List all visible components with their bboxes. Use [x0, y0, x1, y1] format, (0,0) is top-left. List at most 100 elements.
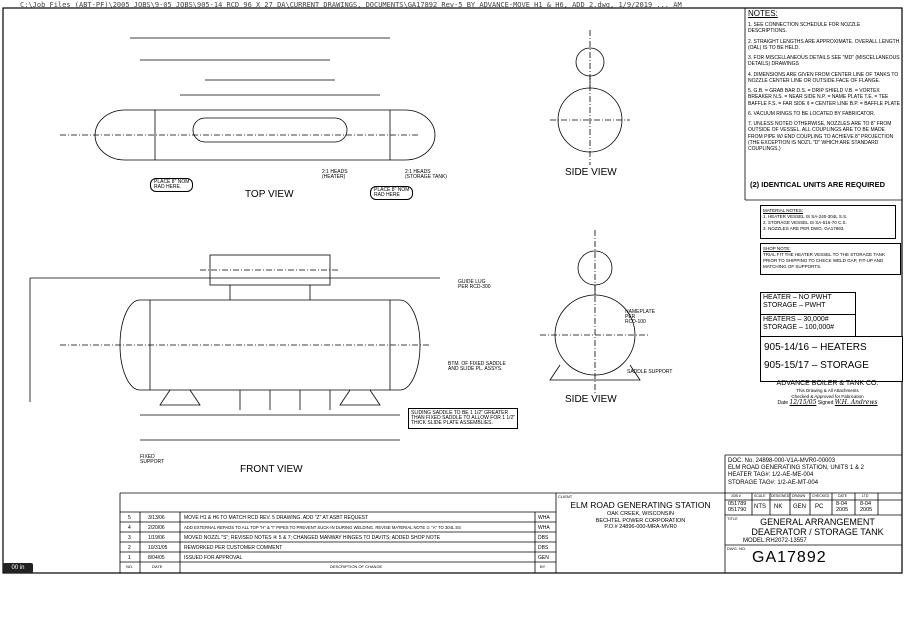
ltd-year: 2005	[860, 507, 873, 513]
side-view-label-2: SIDE VIEW	[565, 394, 617, 405]
approval-line2: Checked & Approved for Fabrication	[791, 393, 864, 399]
rev-desc: MOVED NOZZL "S"; REVISED NOTES ④ 5 & 7; …	[184, 535, 441, 541]
revision-row: 1 8/04/05 ISSUED FOR APPROVAL GEN	[120, 552, 560, 562]
note-item: 6. VACUUM RINGS TO BE LOCATED BY FABRICA…	[748, 110, 876, 117]
title-block: GENERAL ARRANGEMENT DEAERATOR / STORAGE …	[735, 517, 900, 545]
rev-hdr-date: DATE	[152, 564, 163, 569]
rev-no: 1	[128, 555, 131, 561]
hdr-date: DATE	[838, 494, 848, 498]
client-block: ELM ROAD GENERATING STATION OAK CREEK, W…	[556, 500, 725, 531]
rev-hdr-no: NO.	[126, 564, 134, 569]
note-item: 1. SEE CONNECTION SCHEDULE FOR NOZZLE DE…	[748, 22, 861, 35]
material-note-item: 3. NOZZLES ARE PER DWG. GA17893.	[763, 225, 845, 231]
note-item: 7. UNLESS NOTED OTHERWISE, NOZZLES ARE T…	[748, 121, 894, 152]
identical-units-note: (2) IDENTICAL UNITS ARE REQUIRED	[750, 180, 886, 189]
shop-note-header: SHOP NOTE:	[763, 246, 791, 251]
file-path-header: C:\Job Files (ABT-PF)\2005 JOBS\9-05 JOB…	[20, 1, 682, 9]
rev-by: WHA	[538, 525, 550, 531]
hdr-scale: SCALE	[754, 494, 766, 498]
designed-value: NK	[774, 504, 783, 510]
shop-note-text: TRIAL FIT THE HEATER VESSEL TO THE STORA…	[763, 251, 885, 269]
job-heaters: 905-14/16 – HEATERS	[764, 342, 867, 353]
btm-fixed-saddle-label: BTM. OF FIXED SADDLE AND SLIDE PL. ASSYS…	[448, 361, 506, 372]
client-name: ELM ROAD GENERATING STATION	[570, 500, 711, 510]
drawing-number: GA17892	[752, 549, 827, 566]
revision-row: 2 10/31/05 REWORKED PER CUSTOMER COMMENT…	[120, 542, 560, 552]
doc-station: ELM ROAD GENERATING STATION, UNITS 1 & 2	[728, 465, 865, 472]
rev-hdr-desc: DESCRIPTION OF CHANGE	[330, 564, 383, 569]
pwht-storage: STORAGE – PWHT	[763, 302, 826, 310]
rev-by: WHA	[538, 515, 550, 521]
date-value: 8-04	[836, 501, 848, 507]
rev-date: 2/20/06	[148, 525, 165, 531]
rev-date: 10/31/05	[148, 545, 168, 551]
pwht-heater: HEATER – NO PWHT	[763, 294, 832, 301]
approval-signed-label: Signed	[817, 400, 834, 407]
rev-desc: REWORKED PER CUSTOMER COMMENT	[184, 545, 283, 551]
heater-tag: HEATER TAG#: 1/2-AE-ME-004	[728, 472, 814, 479]
approval-date: 12/15/05	[789, 399, 817, 407]
hdr-designed: DESIGNED	[771, 494, 790, 498]
rev-by: GEN	[538, 555, 549, 561]
rev-no: 2	[128, 545, 131, 551]
rev-date: 3/13/06	[148, 515, 165, 521]
rev-desc: ISSUED FOR APPROVAL	[184, 555, 243, 561]
hdr-drawn: DRAWN	[792, 494, 806, 498]
drawn-value: GEN	[793, 504, 807, 510]
dwg-no-label: DWG. NO.	[727, 546, 747, 551]
fixed-support-label: FIXED SUPPORT	[140, 454, 165, 465]
note-item: 5. G.B. = GRAB BAR D.S. = DRIP SHIELD V.…	[748, 88, 900, 107]
heads-heater-callout: 2:1 HEADS (HEATER)	[322, 169, 348, 180]
job-storage: 905-15/17 – STORAGE	[764, 360, 869, 371]
weight-heaters: HEATERS – 30,000#	[763, 316, 829, 323]
approval-signature: W.H. Andrews	[834, 399, 878, 407]
date-year: 2005	[836, 507, 849, 513]
scale-value: NTS	[754, 504, 766, 510]
general-notes: NOTES: 1. SEE CONNECTION SCHEDULE FOR NO…	[748, 9, 900, 156]
place-name-plate-callout-2: PLACE 8" NOM RAD HERE	[370, 186, 414, 200]
material-notes-header: MATERIAL NOTES:	[763, 208, 804, 213]
guide-lug-label: GUIDE LUG PER RCD-300	[458, 279, 491, 290]
notes-header: NOTES:	[748, 9, 778, 18]
sliding-saddle-note: SLIDING SADDLE TO BE 1 1/2" GREATER THAN…	[408, 408, 519, 429]
rev-date: 1/19/06	[148, 535, 165, 541]
material-notes-box: MATERIAL NOTES: 1. HEATER VESSEL IS SA-2…	[760, 205, 896, 239]
pwht-box: HEATER – NO PWHT STORAGE – PWHT	[760, 292, 856, 315]
rev-no: 5	[128, 515, 131, 521]
rev-date: 8/04/05	[148, 555, 165, 561]
checked-value: PC	[815, 504, 824, 510]
rev-desc: ADD EXTERNAL REPADS TO ALL TOP "H" & "I"…	[184, 525, 461, 530]
client-corp: BECHTEL POWER CORPORATION	[595, 517, 686, 524]
job-numbers-box: 905-14/16 – HEATERS 905-15/17 – STORAGE	[760, 336, 903, 382]
rev-no: 3	[128, 535, 131, 541]
material-note-item: 1. HEATER VESSEL IS SA-240-304L S.S.	[763, 213, 848, 219]
weight-storage: STORAGE – 100,000#	[763, 324, 835, 332]
rev-by: DBS	[538, 535, 549, 541]
saddle-support-label: SADDLE SUPPORT	[627, 369, 673, 375]
revision-row: 3 1/19/06 MOVED NOZZL "S"; REVISED NOTES…	[120, 532, 560, 542]
model-number: MODEL:RH2072-13557	[743, 537, 807, 544]
weights-box: HEATERS – 30,000# STORAGE – 100,000#	[760, 314, 856, 337]
hdr-job: JOB #	[731, 494, 741, 498]
approval-company: ADVANCE BOILER & TANK CO.	[776, 380, 879, 387]
rev-hdr-by: BY	[540, 564, 546, 569]
hdr-checked: CHECKED	[812, 494, 830, 498]
material-note-item: 2. STORAGE VESSEL IS SA-516-70 C.S.	[763, 219, 847, 225]
storage-tag: STORAGE TAG#: 1/2-AE-MT-004	[728, 479, 819, 486]
purchase-order: P.O.# 24896-000-MRA-MVR0	[604, 524, 677, 531]
revision-row: 5 3/13/06 MOVE H1 & H6 TO MATCH RCD REV.…	[120, 512, 560, 522]
hdr-ltd: LTD	[862, 494, 869, 498]
note-item: 3. FOR MISCELLANEOUS DETAILS SEE "MD" (M…	[748, 55, 900, 68]
approval-date-label: Date	[777, 400, 789, 407]
page-stamp: 00 in	[3, 563, 33, 573]
note-item: 2. STRAIGHT LENGTHS ARE APPROXIMATE. OVE…	[748, 38, 900, 51]
rev-desc: MOVE H1 & H6 TO MATCH RCD REV. 5 DRAWING…	[184, 515, 369, 521]
nameplate-label: NAMEPLATE PER RCD-100	[625, 309, 655, 325]
doc-block: DOC. No. 24898-000-V1A-MVR0-00003 ELM RO…	[728, 458, 864, 487]
front-view-label: FRONT VIEW	[240, 464, 303, 475]
revision-row: 4 2/20/06 ADD EXTERNAL REPADS TO ALL TOP…	[120, 522, 560, 532]
side-view-label-1: SIDE VIEW	[565, 167, 617, 178]
doc-number: DOC. No. 24898-000-V1A-MVR0-00003	[728, 458, 836, 464]
client-city: OAK CREEK, WISCONSIN	[607, 510, 674, 517]
